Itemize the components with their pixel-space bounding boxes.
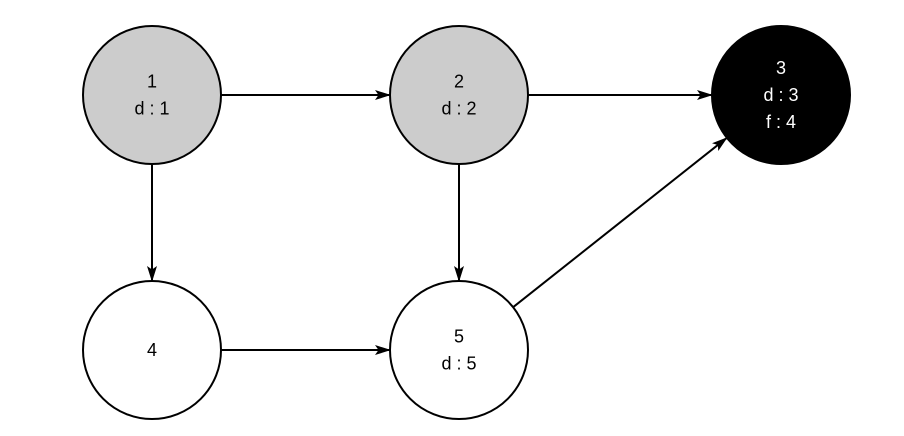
node-4-label-line-0: 4 [147,340,157,360]
node-5-label-line-1: d : 5 [441,354,476,374]
node-2-label-line-0: 2 [454,72,464,92]
node-1-label: 1 d : 1 [134,72,169,119]
node-1-label-line-1: d : 1 [134,99,169,119]
node-2-label-line-1: d : 2 [441,99,476,119]
node-5-label: 5 d : 5 [441,327,476,374]
graph-node-3: 3 d : 3 f : 4 [711,25,851,165]
edge-5-to-3 [512,137,728,308]
graph-node-1: 1 d : 1 [82,25,222,165]
node-3-circle [711,25,851,165]
node-3-label-line-1: d : 3 [763,85,798,105]
graph-node-5: 5 d : 5 [389,280,529,420]
node-2-label: 2 d : 2 [441,72,476,119]
node-3-label: 3 d : 3 f : 4 [763,58,798,132]
node-5-circle [389,280,529,420]
node-2-circle [389,25,529,165]
graph-node-2: 2 d : 2 [389,25,529,165]
node-3-label-line-0: 3 [776,58,786,78]
node-4-label: 4 [147,340,157,360]
node-4-circle [82,280,222,420]
nodes-layer: 1 d : 1 2 d : 2 3 d : 3 f : 4 4 5 d : 5 [82,25,851,420]
node-1-circle [82,25,222,165]
node-5-label-line-0: 5 [454,327,464,347]
node-1-label-line-0: 1 [147,72,157,92]
node-3-label-line-2: f : 4 [766,112,796,132]
edges-layer [147,90,728,355]
graph-node-4: 4 [82,280,222,420]
